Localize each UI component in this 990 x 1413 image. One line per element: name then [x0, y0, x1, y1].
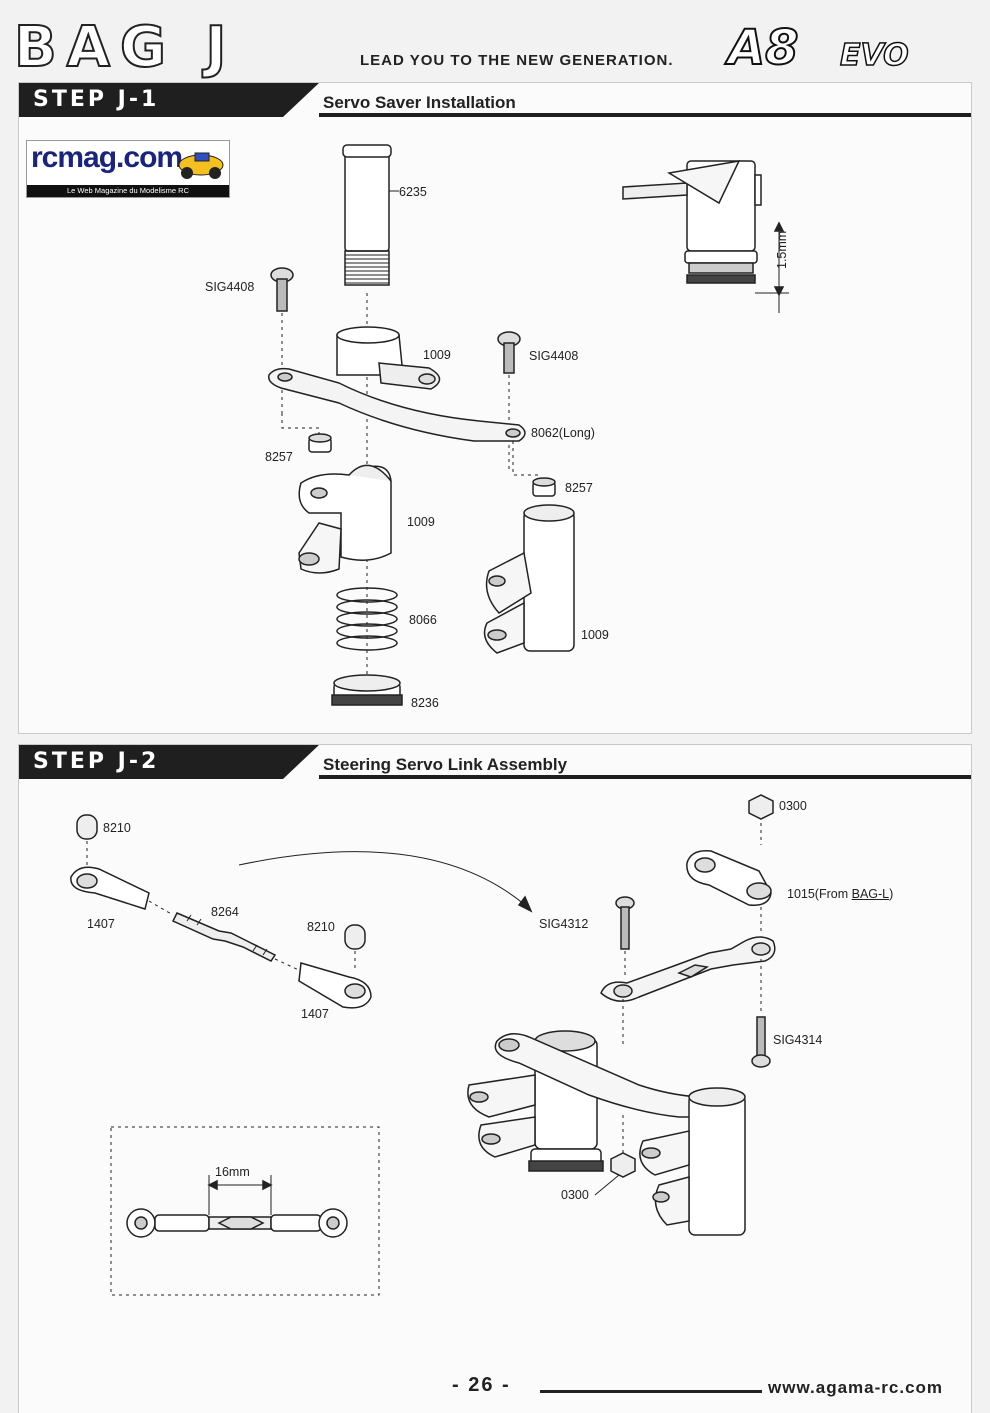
label-sig4312: SIG4312 [539, 917, 589, 931]
label-sig4314: SIG4314 [773, 1033, 823, 1047]
brand-logo-sub: EVO [839, 37, 909, 74]
part-8066-spring [336, 587, 398, 651]
label-1015-suffix: ) [889, 887, 894, 901]
label-6235: 6235 [399, 185, 427, 199]
screw-sig4312 [615, 896, 635, 977]
label-1407-left: 1407 [87, 917, 115, 931]
step-panel-2: STEP J-2 Steering Servo Link Assembly [18, 744, 972, 1413]
label-1009-mid: 1009 [407, 515, 435, 529]
brand-tagline: LEAD YOU TO THE NEW GENERATION. [360, 52, 674, 69]
brand-logo: A8 [727, 20, 800, 76]
step-rule [319, 113, 971, 117]
step-bar: STEP J-1 [19, 83, 319, 117]
part-8236-nut [331, 674, 403, 706]
step-panel-1: STEP J-1 Servo Saver Installation [18, 82, 972, 734]
bag-l-link[interactable]: BAG-L [851, 887, 890, 901]
detail-inset [622, 160, 789, 313]
part-0300-top [748, 794, 774, 845]
dimension-16mm: 16mm [215, 1165, 250, 1179]
bag-title: BAG J [13, 15, 237, 80]
assembled-link [600, 936, 776, 1002]
label-8236: 8236 [411, 696, 439, 710]
screw-sig4408-right [497, 331, 521, 473]
dimension-1.5mm: 1.5mm [775, 230, 789, 269]
screw-sig4314 [751, 959, 771, 1068]
part-8257-right [532, 477, 556, 497]
rcmag-tagline: Le Web Magazine du Modelisme RC [27, 185, 229, 197]
label-8210-mid: 8210 [307, 920, 335, 934]
label-1407-mid: 1407 [301, 1007, 329, 1021]
link-length-drawing [126, 1175, 348, 1238]
assembled-servo-saver [467, 1030, 746, 1236]
part-1009-right [483, 504, 575, 654]
label-1009-right: 1009 [581, 628, 609, 642]
part-8257-left [308, 433, 332, 453]
step-label: STEP J-2 [33, 749, 160, 774]
screw-sig4408-left [270, 267, 294, 413]
car-icon [178, 152, 224, 179]
step-bar: STEP J-2 [19, 745, 319, 779]
part-8062-arm [268, 367, 526, 442]
part-1407-mid [298, 962, 372, 1009]
step-title: Servo Saver Installation [323, 93, 516, 112]
website-link[interactable]: www.agama-rc.com [768, 1378, 944, 1397]
part-8210-mid [344, 924, 366, 971]
step-label: STEP J-1 [33, 87, 160, 112]
part-6235-tube [342, 144, 392, 286]
label-8210-left: 8210 [103, 821, 131, 835]
label-8264: 8264 [211, 905, 239, 919]
part-1009-mid [298, 464, 392, 574]
part-1407-left [70, 866, 150, 910]
step-title: Steering Servo Link Assembly [323, 755, 568, 774]
label-0300-top: 0300 [779, 799, 807, 813]
servo-saver-diagram [268, 144, 789, 706]
label-1009-top: 1009 [423, 348, 451, 362]
part-1009-top [336, 326, 441, 390]
label-8062: 8062(Long) [531, 426, 595, 440]
servo-link-diagram [70, 794, 776, 1296]
label-8066: 8066 [409, 613, 437, 627]
rcmag-site: rcmag.com [31, 141, 183, 174]
page-number: - 26 - [452, 1374, 511, 1396]
part-8210-left [76, 814, 98, 867]
label-sig4408-left: SIG4408 [205, 280, 255, 294]
step-rule [319, 775, 971, 779]
label-8257-right: 8257 [565, 481, 593, 495]
label-1015-prefix: 1015(From [787, 887, 852, 901]
label-0300-bottom: 0300 [561, 1188, 589, 1202]
part-8264-turnbuckle [171, 912, 277, 962]
footer-rule [540, 1390, 762, 1393]
part-0300-bottom [594, 1115, 636, 1196]
label-1015: 1015(From BAG-L) [787, 887, 893, 901]
part-1015-horn [686, 850, 772, 906]
rcmag-watermark: rcmag.com Le Web Magazine du Modelisme R… [26, 140, 230, 198]
label-sig4408-right: SIG4408 [529, 349, 579, 363]
label-8257-left: 8257 [265, 450, 293, 464]
